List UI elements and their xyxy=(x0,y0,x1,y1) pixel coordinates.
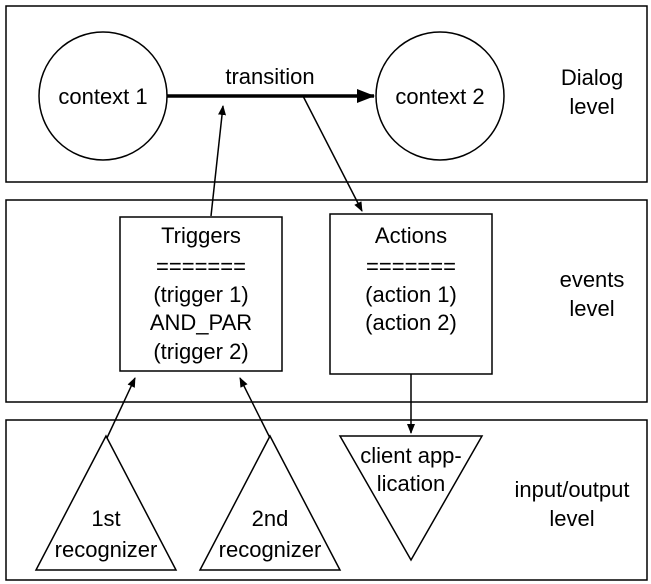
events-level-label: events level xyxy=(560,267,625,321)
events-level-panel xyxy=(5,199,648,403)
io-level-label-line-2: level xyxy=(549,506,594,531)
io-level-label: input/output level xyxy=(515,477,630,531)
action-2-label: (action 2) xyxy=(365,310,457,335)
transition-to-actions-arrow xyxy=(302,95,363,212)
dialog-level-label-line-1: Dialog xyxy=(561,65,623,90)
recognizer-2-node xyxy=(198,434,342,571)
context-2-node xyxy=(375,31,505,161)
trigger-2-label: (trigger 2) xyxy=(153,339,248,364)
context-1-label: context 1 xyxy=(58,84,147,109)
actions-title: Actions xyxy=(375,223,447,248)
dialog-level-label-line-2: level xyxy=(569,94,614,119)
recognizer-2-line-1: 2nd xyxy=(252,506,289,531)
triggers-title: Triggers xyxy=(161,223,241,248)
actions-box xyxy=(329,213,493,375)
events-level-label-line-1: events xyxy=(560,267,625,292)
trigger-1-label: (trigger 1) xyxy=(153,282,248,307)
triggers-to-transition-arrow xyxy=(210,105,227,217)
client-application-line-2: lication xyxy=(377,471,445,496)
recognizer-1-line-2: recognizer xyxy=(55,537,158,562)
recognizer-1-node xyxy=(34,434,178,571)
action-1-label: (action 1) xyxy=(365,282,457,307)
transition-label: transition xyxy=(225,64,314,89)
recognizer-2-to-triggers-arrow xyxy=(239,377,272,441)
io-level-label-line-1: input/output xyxy=(515,477,630,502)
actions-text: Actions ======= (action 1) (action 2) xyxy=(365,223,457,335)
dialog-level-label: Dialog level xyxy=(561,65,623,119)
recognizer-1-to-triggers-arrow xyxy=(105,377,136,441)
events-level-label-line-2: level xyxy=(569,296,614,321)
and-par-label: AND_PAR xyxy=(150,310,252,335)
recognizer-1-line-1: 1st xyxy=(91,506,120,531)
triggers-separator: ======= xyxy=(156,254,246,279)
context-2-label: context 2 xyxy=(395,84,484,109)
triggers-box xyxy=(119,216,283,372)
client-application-node xyxy=(338,435,484,562)
triggers-text: Triggers ======= (trigger 1) AND_PAR (tr… xyxy=(150,223,252,364)
client-application-line-1: client app- xyxy=(360,443,462,468)
actions-separator: ======= xyxy=(366,254,456,279)
recognizer-2-line-2: recognizer xyxy=(219,537,322,562)
